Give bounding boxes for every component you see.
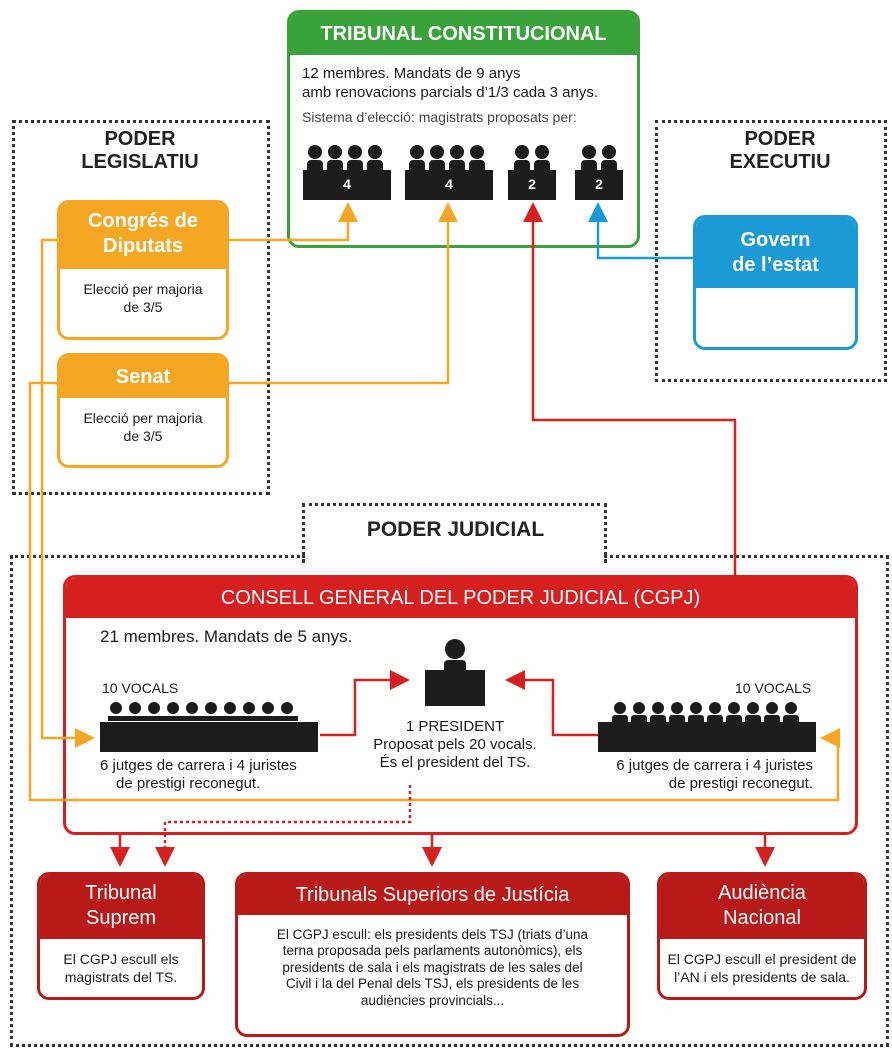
senate-text-line2: de 3/5: [123, 427, 163, 444]
senate-text: Elecció per majoria de 3/5: [60, 410, 226, 445]
congress-text: Elecció per majoria de 3/5: [60, 281, 226, 316]
cgpj-president-figure: [425, 636, 485, 706]
cgpj-right-vocals-figures: [598, 700, 818, 752]
cgpj-right-desc-line1: 6 jutges de carrera i 4 juristes: [616, 757, 813, 774]
cgpj-left-vocals-figures: [100, 700, 320, 752]
supreme-court-title-line2: Suprem: [85, 907, 157, 929]
supreme-court-box: Tribunal Suprem El CGPJ escull els magis…: [37, 872, 205, 1000]
congress-box: Congrés de Diputats Elecció per majoria …: [57, 200, 229, 340]
tc-line2: amb renovacions parcials d’1/3 cada 3 an…: [302, 84, 599, 101]
government-title-line2: de l’estat: [732, 254, 819, 276]
congress-title-line2: Diputats: [103, 235, 183, 257]
national-court-text-line2: l’AN i els presidents de sala.: [674, 968, 850, 985]
national-court-text: El CGPJ escull el president de l’AN i el…: [660, 951, 864, 986]
cgpj-left-desc-line2: de prestigi reconegut.: [116, 775, 261, 792]
supreme-court-title: Tribunal Suprem: [40, 875, 202, 939]
executive-heading-line1: PODER: [744, 128, 816, 150]
tc-group-senat-count: 4: [445, 176, 453, 192]
tc-group-congres-count: 4: [343, 176, 351, 192]
tc-group-govern-count: 2: [595, 176, 603, 192]
senate-title: Senat: [60, 356, 226, 398]
cgpj-president-line3: És el president del TS.: [379, 754, 531, 771]
tc-group-senat: 4: [405, 142, 495, 202]
cgpj-right-vocals: 10 VOCALS: [735, 680, 812, 696]
cgpj-left-desc: 6 jutges de carrera i 4 juristes de pres…: [100, 757, 297, 793]
tc-group-cgpj-count: 2: [528, 176, 536, 192]
legislative-heading: PODER LEGISLATIU: [60, 128, 220, 174]
constitutional-court-title: TRIBUNAL CONSTITUCIONAL: [290, 13, 637, 55]
tsj-title: Tribunals Superiors de Justícia: [238, 875, 627, 915]
congress-text-line1: Elecció per majoria: [83, 281, 203, 297]
judicial-power-frame: [10, 555, 889, 1047]
tc-group-congres-figures: [303, 145, 391, 200]
government-title-line1: Govern: [740, 229, 811, 251]
cgpj-president-svg: [425, 639, 485, 706]
cgpj-president-line1: 1 PRESIDENT: [405, 718, 505, 735]
legislative-heading-line1: PODER: [104, 128, 176, 150]
legislative-heading-line2: LEGISLATIU: [81, 151, 199, 173]
national-court-title: Audiència Nacional: [660, 875, 864, 939]
tsj-box: Tribunals Superiors de Justícia El CGPJ …: [235, 872, 630, 1037]
cgpj-left-vocals: 10 VOCALS: [102, 680, 179, 696]
tsj-text: El CGPJ escull: els presidents dels TSJ …: [238, 927, 627, 1009]
cgpj-right-vocals-svg: [598, 702, 816, 752]
executive-heading: PODER EXECUTIU: [700, 128, 860, 174]
senate-box: Senat Elecció per majoria de 3/5: [57, 353, 229, 468]
supreme-court-text-line1: El CGPJ escull els: [63, 951, 179, 967]
cgpj-left-desc-line1: 6 jutges de carrera i 4 juristes: [100, 757, 297, 774]
tc-line3: Sistema d’elecció: magistrats proposats …: [302, 109, 577, 125]
cgpj-president-line2: Proposat pels 20 vocals.: [373, 736, 537, 753]
national-court-box: Audiència Nacional El CGPJ escull el pre…: [657, 872, 867, 1000]
tc-group-cgpj: 2: [508, 142, 558, 202]
congress-title-line1: Congrés de: [87, 210, 199, 232]
judicial-heading: PODER JUDICIAL: [366, 518, 545, 541]
cgpj-right-desc: 6 jutges de carrera i 4 juristes de pres…: [605, 757, 813, 793]
tc-line1: 12 membres. Mandats de 9 anys: [302, 65, 521, 82]
tsj-text-line4: Civil i la del Penal dels TSJ, els presi…: [285, 976, 580, 992]
cgpj-president-text: 1 PRESIDENT Proposat pels 20 vocals. És …: [345, 718, 565, 772]
constitutional-court-box: TRIBUNAL CONSTITUCIONAL 12 membres. Mand…: [287, 10, 640, 248]
congress-text-line2: de 3/5: [123, 298, 163, 315]
tsj-text-line3: presidents de sala i els magistrats de l…: [282, 959, 583, 975]
tc-group-govern-figures: [575, 145, 623, 200]
government-title: Govern de l’estat: [696, 218, 855, 288]
cgpj-left-vocals-svg: [100, 702, 318, 752]
congress-title: Congrés de Diputats: [60, 203, 226, 269]
tc-group-cgpj-figures: [508, 145, 556, 200]
tsj-text-line2: terna proposada pels parlaments autonòmi…: [282, 943, 583, 959]
tsj-text-line5: audiències provincials...: [360, 992, 505, 1008]
tsj-text-line1: El CGPJ escull: els presidents dels TSJ …: [276, 927, 589, 942]
national-court-title-line1: Audiència: [718, 882, 806, 904]
tc-group-govern: 2: [575, 142, 625, 202]
cgpj-members: 21 membres. Mandats de 5 anys.: [100, 627, 353, 646]
cgpj-right-desc-line2: de prestigi reconegut.: [668, 775, 813, 792]
supreme-court-text-line2: magistrats del TS.: [64, 968, 178, 985]
supreme-court-title-line1: Tribunal: [85, 882, 157, 904]
government-box: Govern de l’estat: [693, 215, 858, 350]
senate-text-line1: Elecció per majoria: [83, 410, 203, 426]
tc-group-senat-figures: [405, 145, 493, 200]
executive-heading-line2: EXECUTIU: [729, 151, 831, 173]
cgpj-title: CONSELL GENERAL DEL PODER JUDICIAL (CGPJ…: [66, 578, 855, 618]
judicial-frame-top-right: [604, 555, 889, 558]
tc-group-congres: 4: [303, 142, 393, 202]
national-court-title-line2: Nacional: [723, 907, 801, 929]
national-court-text-line1: El CGPJ escull el president de: [667, 951, 857, 967]
judicial-frame-top-left: [10, 555, 305, 558]
supreme-court-text: El CGPJ escull els magistrats del TS.: [40, 951, 202, 986]
